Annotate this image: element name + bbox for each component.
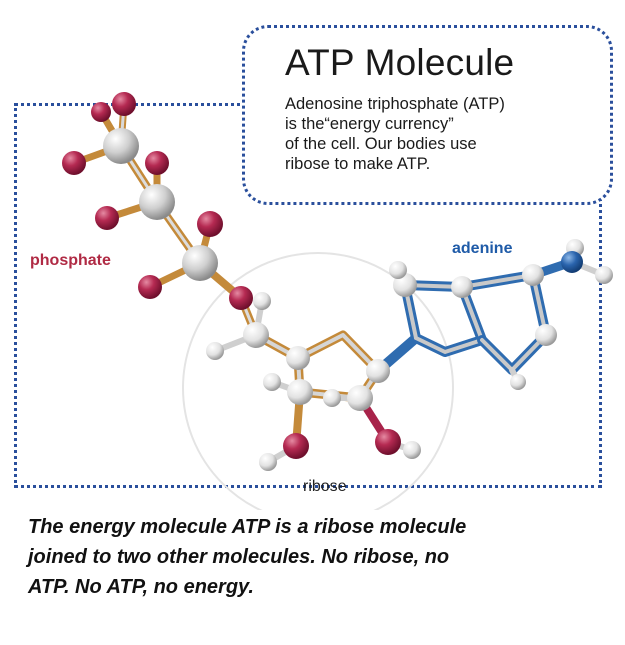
callout-body-line: ribose to make ATP. <box>285 155 431 173</box>
carbon-atoms <box>243 264 557 411</box>
callout-body: Adenosine triphosphate (ATP) is the“ener… <box>285 94 605 174</box>
info-callout: ATP Molecule Adenosine triphosphate (ATP… <box>242 25 613 205</box>
phosphate-label: phosphate <box>30 252 111 269</box>
ribose-label: ribose <box>303 478 347 495</box>
ribose-highlight-ring <box>182 252 454 510</box>
hydrogen-atoms <box>206 239 613 471</box>
phosphorus-atoms <box>103 128 218 281</box>
caption-line: The energy molecule ATP is a ribose mole… <box>28 516 467 538</box>
oxygen-atoms <box>62 92 401 459</box>
atp-molecule-illustration <box>62 92 613 510</box>
callout-body-line: Adenosine triphosphate (ATP) <box>285 95 505 113</box>
callout-body-line: is the“energy currency” <box>285 115 454 133</box>
callout-body-line: of the cell. Our bodies use <box>285 135 477 153</box>
adenine-label: adenine <box>452 240 513 257</box>
callout-title: ATP Molecule <box>285 42 515 83</box>
caption: The energy molecule ATP is a ribose mole… <box>28 512 608 602</box>
nitrogen-atoms <box>561 251 583 273</box>
caption-line: ATP. No ATP, no energy. <box>28 576 254 598</box>
caption-line: joined to two other molecules. No ribose… <box>28 546 450 568</box>
